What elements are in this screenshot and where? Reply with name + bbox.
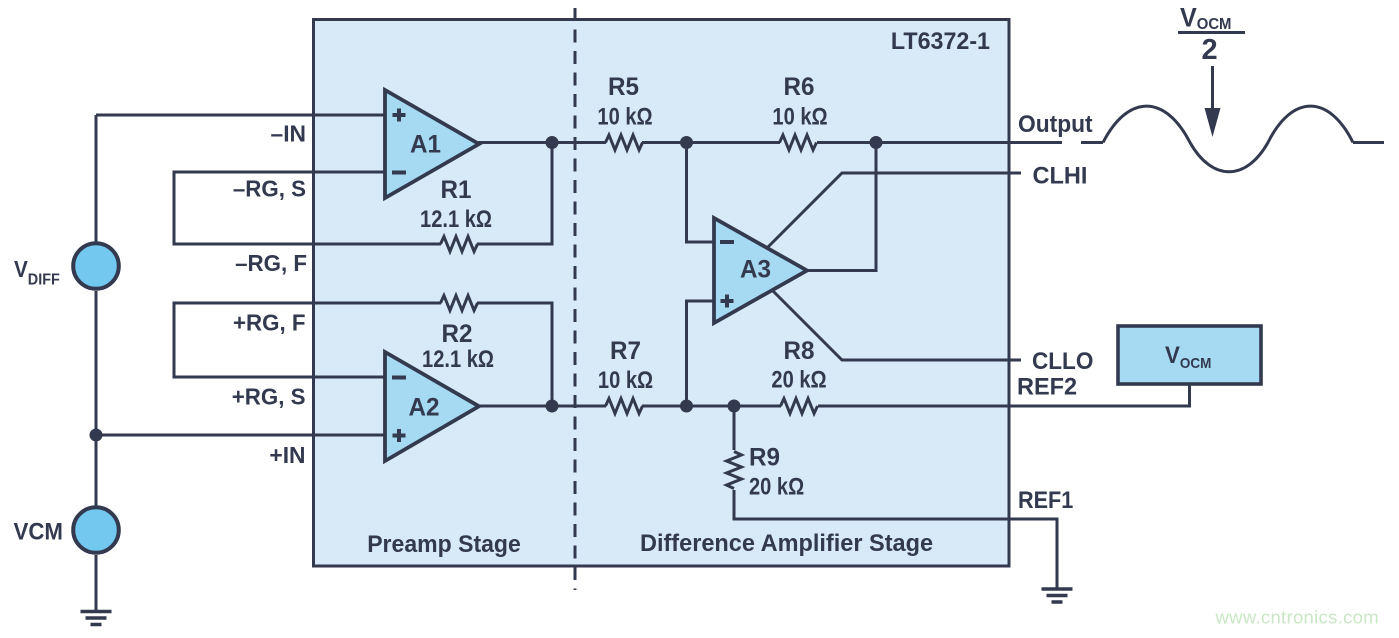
svg-text:REF1: REF1 [1018, 486, 1073, 513]
svg-text:CLLO: CLLO [1032, 347, 1093, 374]
svg-text:www.cntronics.com: www.cntronics.com [1215, 607, 1379, 628]
svg-text:20 kΩ: 20 kΩ [771, 365, 826, 392]
svg-text:R7: R7 [610, 338, 641, 365]
svg-text:+IN: +IN [269, 442, 305, 468]
svg-text:Difference Amplifier Stage: Difference Amplifier Stage [640, 530, 933, 557]
svg-text:10 kΩ: 10 kΩ [772, 102, 827, 129]
svg-text:Output: Output [1018, 110, 1093, 137]
svg-text:A3: A3 [740, 256, 771, 283]
svg-text:+RG, S: +RG, S [232, 383, 306, 410]
svg-text:R2: R2 [442, 321, 473, 348]
svg-text:–RG, F: –RG, F [235, 249, 307, 276]
svg-text:Preamp Stage: Preamp Stage [367, 531, 521, 558]
svg-text:VDIFF: VDIFF [14, 256, 60, 289]
svg-text:–IN: –IN [271, 120, 306, 146]
svg-text:VCM: VCM [14, 518, 63, 545]
svg-text:R8: R8 [784, 337, 815, 364]
svg-text:R1: R1 [441, 177, 472, 204]
svg-text:R9: R9 [749, 444, 780, 471]
svg-text:2: 2 [1201, 34, 1217, 66]
svg-text:20 kΩ: 20 kΩ [749, 472, 804, 499]
svg-text:10 kΩ: 10 kΩ [597, 102, 652, 129]
svg-text:12.1 kΩ: 12.1 kΩ [422, 345, 494, 372]
svg-text:LT6372-1: LT6372-1 [891, 29, 990, 55]
svg-text:REF2: REF2 [1017, 373, 1077, 400]
svg-text:R6: R6 [784, 74, 815, 101]
svg-text:+RG, F: +RG, F [233, 309, 306, 336]
svg-text:CLHI: CLHI [1033, 162, 1088, 189]
svg-text:12.1 kΩ: 12.1 kΩ [420, 205, 492, 232]
svg-text:A2: A2 [409, 394, 440, 421]
svg-text:R5: R5 [608, 74, 639, 101]
svg-text:10 kΩ: 10 kΩ [598, 366, 653, 393]
svg-text:VOCM: VOCM [1180, 2, 1231, 33]
svg-text:–RG, S: –RG, S [233, 175, 306, 202]
svg-text:A1: A1 [410, 131, 441, 158]
